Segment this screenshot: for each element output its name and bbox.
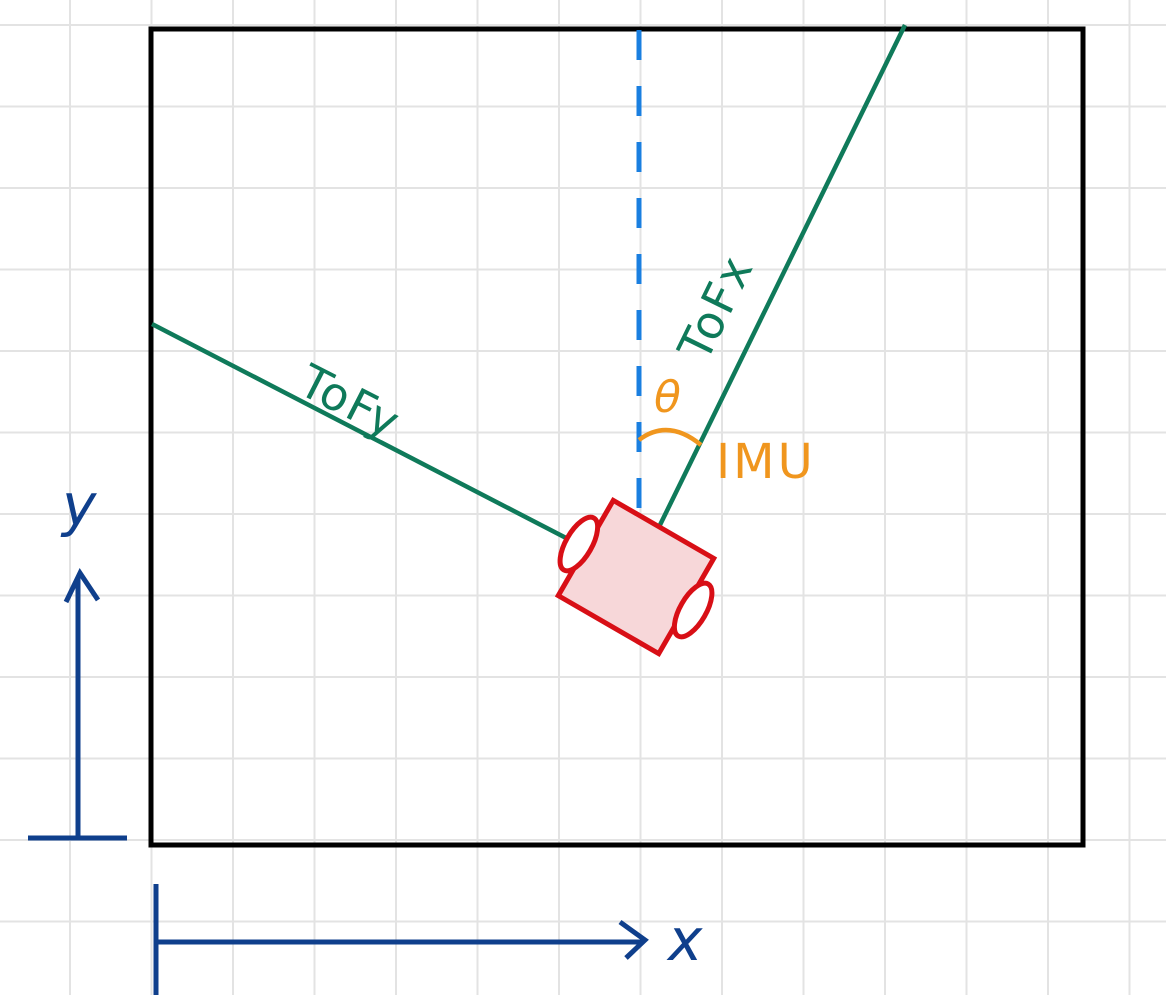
y-axis-arrowhead — [63, 567, 101, 604]
tof-y-label: ToFy — [290, 353, 410, 450]
y-axis-label: y — [60, 471, 97, 539]
robot-wheel-right — [671, 580, 715, 640]
arena-boundary — [148, 26, 1086, 848]
x-axis-label: x — [666, 906, 703, 974]
imu-label: IMU — [716, 434, 816, 490]
tof-y-beam — [150, 322, 572, 542]
robot-wheel-left — [557, 514, 601, 574]
robot — [554, 496, 718, 658]
x-axis-arrowhead — [618, 919, 649, 960]
theta-label: θ — [654, 372, 681, 423]
heading-angle-arc — [637, 427, 703, 447]
